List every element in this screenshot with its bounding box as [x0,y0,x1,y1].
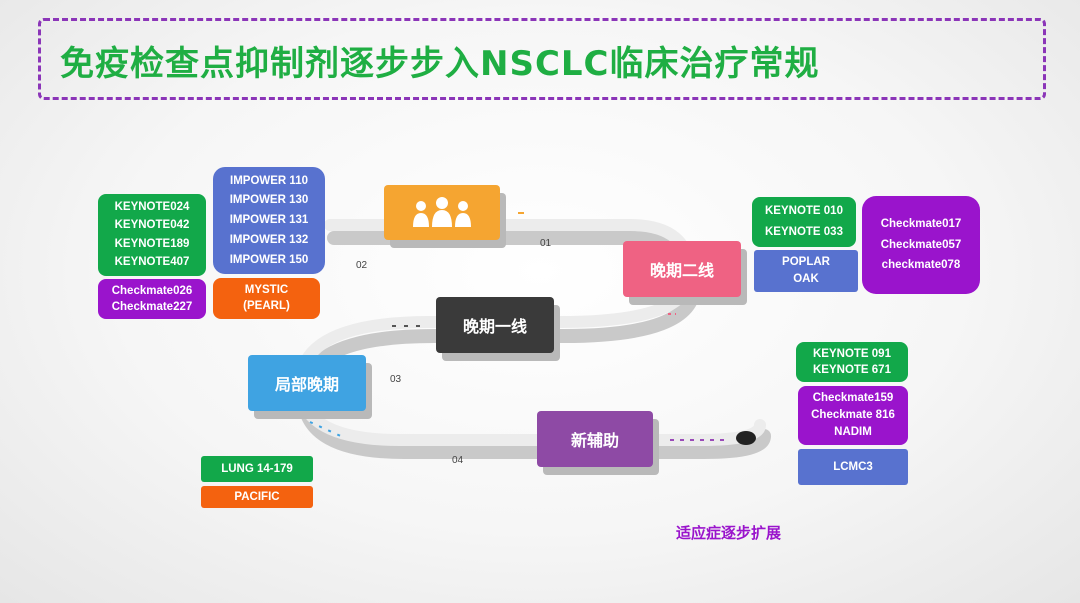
trial-name: IMPOWER 132 [229,233,309,246]
keynote-neoadjuvant-box: KEYNOTE 091 KEYNOTE 671 [796,342,908,382]
trial-name: PACIFIC [234,490,280,503]
trial-name: KEYNOTE 091 [813,347,891,360]
stage-late-second-line: 晚期二线 [623,241,741,297]
lcmc3-box: LCMC3 [798,449,908,485]
mystic-box: MYSTIC (PEARL) [213,278,320,319]
stage-neoadjuvant: 新辅助 [537,411,653,467]
checkmate-first-line-box: Checkmate026 Checkmate227 [98,279,206,319]
path-number: 04 [452,455,464,466]
trial-name: OAK [793,273,819,286]
trial-name: Checkmate159 [812,392,894,405]
stage-family [384,185,500,240]
title-frame [38,18,1046,100]
path-end-node [736,431,756,445]
stage-local-late: 局部晚期 [248,355,366,411]
path-number: 02 [356,260,368,271]
trial-name: IMPOWER 131 [229,214,309,227]
trial-name: KEYNOTE 010 [765,205,843,218]
trial-name: LCMC3 [833,460,873,473]
lung-14-179-box: LUNG 14-179 [201,456,313,482]
trial-name: KEYNOTE024 [114,200,190,213]
path-number: 01 [540,238,552,249]
trial-name: LUNG 14-179 [221,462,293,475]
trial-name: Checkmate017 [880,218,962,231]
keynote-second-line-box: KEYNOTE 010 KEYNOTE 033 [752,197,856,247]
trial-name: KEYNOTE 671 [813,363,891,376]
trial-name: checkmate078 [881,259,961,272]
trial-name: NADIM [834,426,872,439]
checkmate-neoadjuvant-box: Checkmate159 Checkmate 816 NADIM [798,386,908,445]
trial-name: IMPOWER 110 [230,174,308,187]
trial-name: MYSTIC [244,283,289,296]
path-number: 03 [390,374,402,385]
page-title: 免疫检查点抑制剂逐步步入NSCLC临床治疗常规 [60,44,820,84]
stage-late-first-line: 晚期一线 [436,297,554,353]
poplar-oak-box: POPLAR OAK [754,250,858,292]
trial-name: KEYNOTE407 [114,256,190,269]
dash-accent [309,421,346,439]
trial-name: Checkmate057 [880,238,962,251]
keynote-first-line-box: KEYNOTE024 KEYNOTE042 KEYNOTE189 KEYNOTE… [98,194,206,276]
checkmate-second-line-box: Checkmate017 Checkmate057 checkmate078 [862,196,980,294]
trial-name: IMPOWER 150 [229,253,309,266]
impower-box: IMPOWER 110 IMPOWER 130 IMPOWER 131 IMPO… [213,167,325,274]
trial-name: IMPOWER 130 [229,194,309,207]
trial-name: KEYNOTE189 [114,237,190,250]
trial-name: Checkmate026 [111,284,193,297]
pacific-box: PACIFIC [201,486,313,508]
trial-name: (PEARL) [243,300,290,313]
trial-name: Checkmate227 [111,300,193,313]
trial-name: KEYNOTE042 [114,219,190,232]
trial-name: POPLAR [782,256,830,269]
trial-name: Checkmate 816 [811,409,895,422]
family-icon [413,196,471,227]
trial-name: KEYNOTE 033 [765,226,843,239]
indication-expansion-caption: 适应症逐步扩展 [676,524,782,542]
